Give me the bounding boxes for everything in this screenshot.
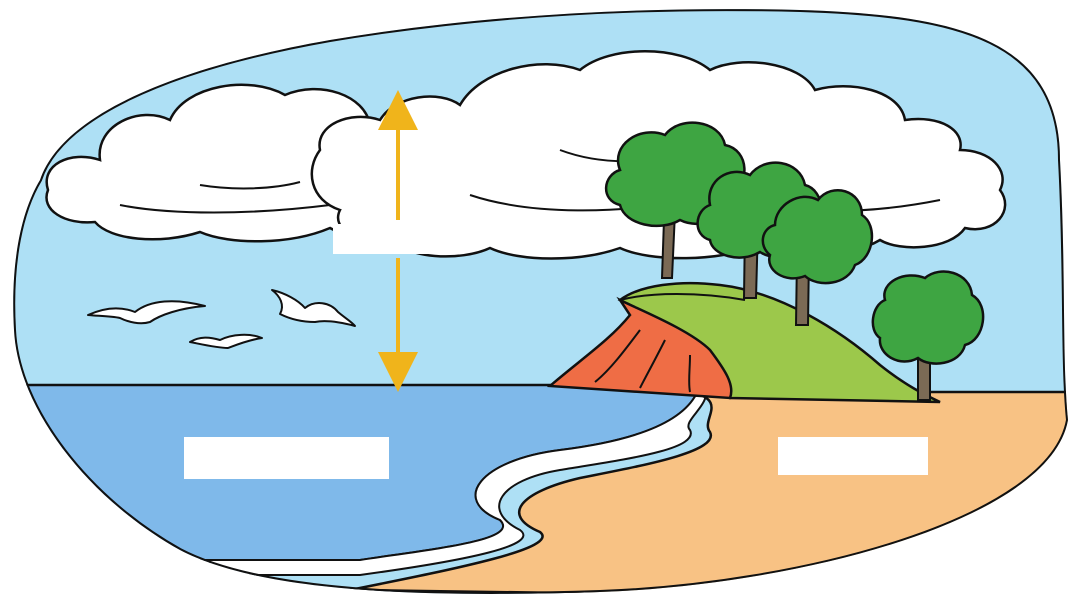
- label-box-land: [778, 437, 928, 475]
- label-box-sea: [184, 437, 389, 479]
- label-box-air: [333, 224, 455, 254]
